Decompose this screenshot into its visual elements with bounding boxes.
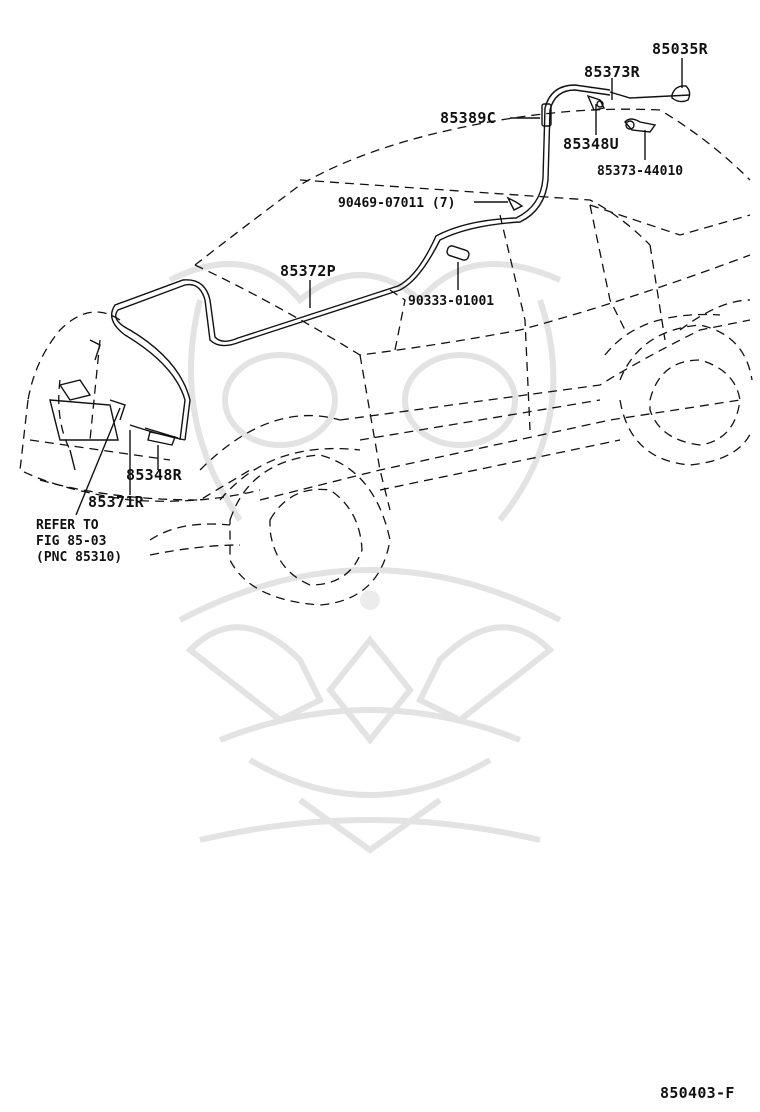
- nozzle-85389C-icon: [541, 103, 552, 127]
- part-label-85373-44010: 85373-44010: [597, 164, 683, 179]
- part-label-85371R: 85371R: [88, 493, 145, 511]
- joint-85348U-icon: [586, 94, 606, 111]
- figure-code: 850403-F: [660, 1084, 735, 1102]
- reference-line-1: REFER TO: [36, 518, 99, 533]
- leader-lines: [75, 58, 683, 516]
- clip-90469-icon: [506, 196, 524, 211]
- reference-line-3: (PNC 85310): [36, 550, 122, 565]
- grommet-90333-icon: [446, 245, 470, 261]
- reference-note: REFER TO FIG 85-03 (PNC 85310): [36, 518, 122, 565]
- watermark-emblem: [168, 261, 562, 854]
- joint-85373-44010-icon: [624, 118, 657, 133]
- reference-line-2: FIG 85-03: [36, 534, 106, 549]
- rear-wheel: [604, 313, 753, 466]
- part-label-85389C: 85389C: [440, 109, 496, 127]
- nozzle-85035R-icon: [671, 85, 691, 103]
- vehicle-outline: [19, 108, 751, 556]
- part-label-85348R: 85348R: [126, 466, 183, 484]
- front-wheel: [219, 447, 391, 606]
- part-label-85372P: 85372P: [280, 262, 336, 280]
- joint-85348R-icon: [147, 431, 176, 446]
- part-label-85373R: 85373R: [584, 63, 641, 81]
- washer-tank-icon: [49, 339, 126, 471]
- part-label-85348U: 85348U: [563, 135, 619, 153]
- part-label-90469-07011: 90469-07011 (7): [338, 196, 455, 211]
- part-labels: 85035R 85373R 85389C 85348U 85373-44010 …: [88, 40, 709, 511]
- part-label-85035R: 85035R: [652, 40, 709, 58]
- part-label-90333-01001: 90333-01001: [408, 294, 494, 309]
